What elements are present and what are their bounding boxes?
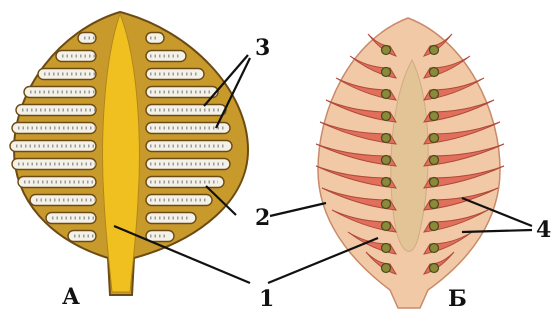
ovule-left (382, 68, 391, 77)
pollen-sac-right (146, 213, 196, 224)
pollen-sac-right (146, 177, 224, 188)
label-3: 3 (255, 35, 270, 61)
ovule-right (430, 222, 439, 231)
ovule-left (382, 178, 391, 187)
ovule-right (430, 68, 439, 77)
ovule-right (430, 90, 439, 99)
ovule-left (382, 112, 391, 121)
ovule-right (430, 46, 439, 55)
ovule-left (382, 264, 391, 273)
pollen-sac-right (146, 141, 232, 152)
ovule-right (430, 200, 439, 209)
ovule-right (430, 264, 439, 273)
pollen-sac-left (68, 231, 96, 242)
ovule-right (430, 156, 439, 165)
ovule-left (382, 244, 391, 253)
ovule-left (382, 134, 391, 143)
label-4: 4 (536, 217, 551, 243)
ovule-right (430, 112, 439, 121)
ovule-right (430, 134, 439, 143)
ovule-left (382, 46, 391, 55)
label-1: 1 (259, 286, 274, 312)
ovule-right (430, 178, 439, 187)
label-2: 2 (255, 205, 270, 231)
label-cone-a: А (62, 284, 80, 310)
label-cone-b: Б (448, 286, 467, 312)
pollen-sac-right (146, 159, 230, 170)
ovule-left (382, 90, 391, 99)
ovule-left (382, 200, 391, 209)
ovule-right (430, 244, 439, 253)
ovule-left (382, 156, 391, 165)
ovule-left (382, 222, 391, 231)
